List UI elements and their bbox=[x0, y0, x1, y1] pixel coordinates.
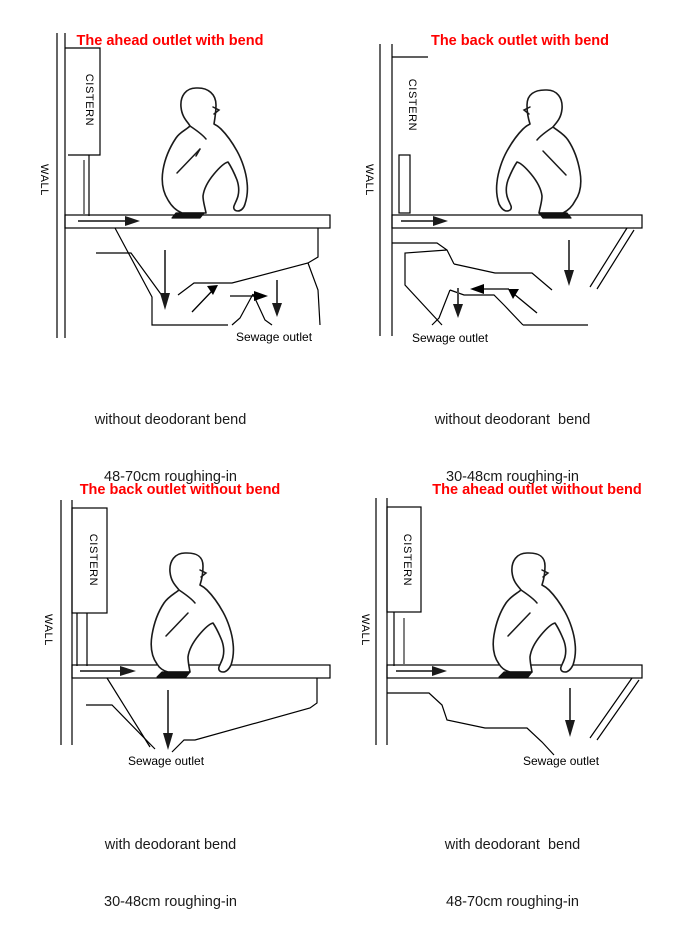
panel-title: The ahead outlet with bend bbox=[77, 33, 264, 49]
sewage-outlet-label: Sewage outlet bbox=[128, 754, 205, 768]
panel-caption: without deodorant bend 30-48cm roughing-… bbox=[342, 373, 683, 525]
panel-title: The back outlet with bend bbox=[431, 33, 609, 49]
panel-drawing: The back outlet with bend WALL CISTERN bbox=[363, 33, 643, 345]
caption-line-1: without deodorant bend bbox=[434, 412, 591, 428]
cistern-box bbox=[392, 56, 428, 214]
sewage-outlet-label: Sewage outlet bbox=[523, 754, 600, 768]
wall-structure bbox=[375, 498, 388, 745]
flow-arrows bbox=[160, 250, 282, 317]
caption-line-1: with deodorant bend bbox=[104, 837, 237, 853]
cistern-label: CISTERN bbox=[87, 534, 99, 586]
cistern-label: CISTERN bbox=[83, 74, 95, 126]
flow-arrows bbox=[565, 688, 575, 737]
floor-slab bbox=[71, 664, 331, 679]
caption-line-2: 48-70cm roughing-in bbox=[104, 469, 237, 485]
flush-pipe bbox=[83, 155, 90, 216]
wall-label: WALL bbox=[359, 614, 371, 646]
flush-pipe bbox=[76, 613, 88, 666]
panel-ahead-outlet-without-bend: The ahead outlet without bend WALL CISTE… bbox=[342, 450, 683, 910]
cistern-box bbox=[71, 507, 108, 614]
cistern-label: CISTERN bbox=[401, 534, 413, 586]
wall-structure bbox=[379, 44, 393, 336]
panel-ahead-outlet-with-bend: The ahead outlet with bend WALL CISTERN bbox=[0, 0, 341, 485]
panel-back-outlet-with-bend: The back outlet with bend WALL CISTERN bbox=[342, 0, 683, 485]
panel-title: The ahead outlet without bend bbox=[432, 482, 641, 498]
sewage-outlet-label: Sewage outlet bbox=[412, 331, 489, 345]
squatting-person-figure bbox=[161, 87, 249, 219]
panel-caption: without deodorant bend 48-70cm roughing-… bbox=[0, 373, 341, 525]
pan-body bbox=[387, 677, 640, 756]
sewage-outlet-label: Sewage outlet bbox=[236, 330, 313, 344]
wall-structure bbox=[60, 500, 73, 745]
wall-label: WALL bbox=[42, 614, 54, 646]
panel-drawing: The ahead outlet with bend WALL CISTERN bbox=[38, 33, 331, 344]
caption-line-1: with deodorant bend bbox=[444, 837, 581, 853]
pan-body bbox=[392, 227, 635, 326]
flow-arrows bbox=[163, 690, 173, 750]
squatting-person-figure bbox=[492, 552, 577, 678]
caption-line-2: 48-70cm roughing-in bbox=[446, 894, 579, 910]
pan-body bbox=[96, 227, 321, 326]
pan-body bbox=[86, 677, 318, 753]
squatting-person-figure bbox=[150, 552, 235, 678]
panel-caption: with deodorant bend 48-70cm roughing-in bbox=[342, 798, 683, 950]
caption-line-2: 30-48cm roughing-in bbox=[104, 894, 237, 910]
cistern-box bbox=[65, 47, 101, 156]
floor-slab bbox=[391, 214, 643, 229]
water-flow-arrow bbox=[78, 216, 140, 226]
panel-caption: with deodorant bend 30-48cm roughing-in bbox=[0, 798, 341, 950]
caption-line-2: 30-48cm roughing-in bbox=[446, 469, 579, 485]
panel-drawing: The back outlet without bend WALL CISTER… bbox=[42, 482, 331, 768]
water-flow-arrow bbox=[80, 666, 136, 676]
flow-arrows bbox=[453, 240, 574, 318]
cistern-label: CISTERN bbox=[406, 79, 418, 131]
panel-title: The back outlet without bend bbox=[80, 482, 281, 498]
squatting-person-figure bbox=[495, 89, 582, 219]
water-flow-arrow bbox=[396, 666, 447, 676]
water-flow-arrow bbox=[401, 216, 448, 226]
cistern-box bbox=[386, 506, 422, 613]
flush-pipe bbox=[393, 612, 405, 666]
wall-structure bbox=[56, 33, 66, 338]
wall-label: WALL bbox=[363, 164, 375, 196]
diagram-sheet: The ahead outlet with bend WALL CISTERN bbox=[0, 0, 683, 910]
wall-label: WALL bbox=[38, 164, 50, 196]
panel-drawing: The ahead outlet without bend WALL CISTE… bbox=[359, 482, 643, 768]
panel-back-outlet-without-bend: The back outlet without bend WALL CISTER… bbox=[0, 450, 341, 910]
caption-line-1: without deodorant bend bbox=[94, 412, 247, 428]
